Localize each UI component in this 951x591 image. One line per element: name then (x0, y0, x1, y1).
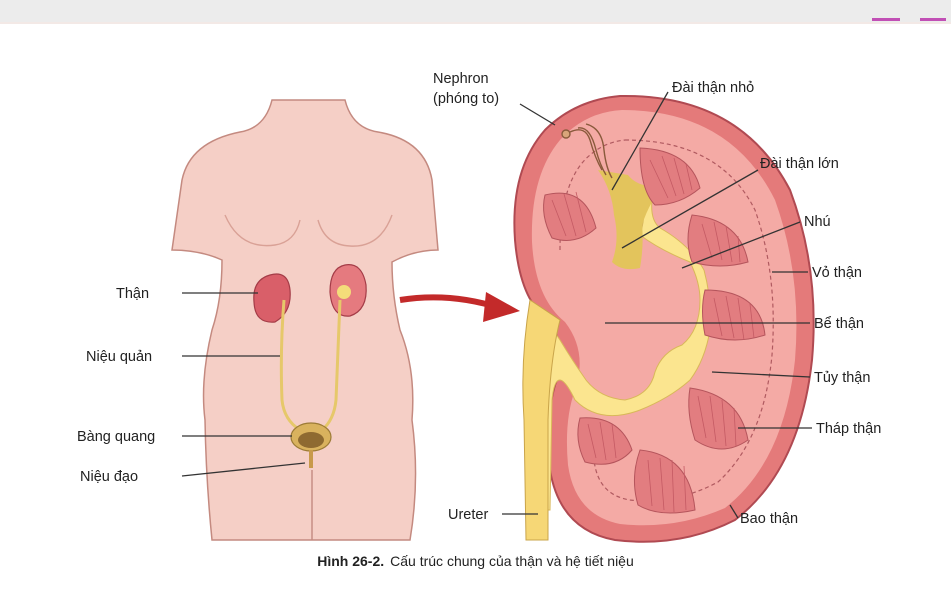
caption-number: Hình 26-2. (317, 553, 384, 569)
label-nieu-dao: Niệu đạo (80, 469, 138, 485)
caption-text: Cấu trúc chung của thận và hệ tiết niệu (390, 553, 634, 569)
label-bao-than: Bao thận (740, 511, 798, 527)
label-dai-than-nho: Đài thận nhỏ (672, 80, 754, 96)
arrow-to-detail (400, 292, 520, 322)
label-nieu-quan: Niệu quản (86, 349, 152, 365)
label-bang-quang: Bàng quang (77, 429, 155, 445)
label-vo-than: Vỏ thận (812, 265, 862, 281)
body-illustration (172, 100, 438, 540)
label-tuy-than: Tủy thận (814, 370, 870, 386)
figure-caption: Hình 26-2. Cấu trúc chung của thận và hệ … (0, 553, 951, 569)
kidney-right-pelvis-small (337, 285, 351, 299)
female-torso (172, 100, 438, 540)
label-ureter: Ureter (448, 507, 488, 523)
label-be-than: Bể thận (814, 316, 864, 332)
label-dai-than-lon: Đài thận lớn (760, 156, 839, 172)
bladder-inner (298, 432, 324, 448)
label-nephron-sub: (phóng to) (433, 91, 499, 107)
label-thap-than: Tháp thận (816, 421, 881, 437)
label-than: Thận (116, 286, 149, 302)
label-nhu: Nhú (804, 214, 831, 230)
label-nephron: Nephron (433, 71, 489, 87)
